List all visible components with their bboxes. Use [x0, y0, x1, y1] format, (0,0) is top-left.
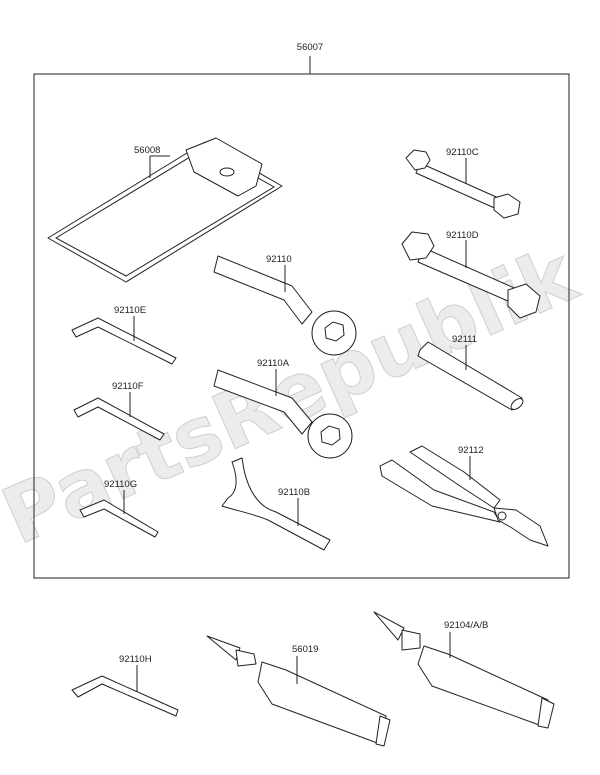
label-hex-g: 92110G	[104, 479, 137, 490]
label-bond: 92104/A/B	[444, 620, 488, 631]
label-case: 56008	[134, 145, 160, 156]
bond-tube: 92104/A/B	[373, 611, 555, 729]
label-pliers: 92112	[458, 445, 484, 456]
group-label: 56007	[297, 42, 323, 53]
label-wrench-d: 92110D	[446, 230, 479, 241]
label-pin-spanner-b: 92110B	[278, 487, 310, 498]
wrench-d: 92110D	[401, 230, 541, 319]
pliers: 92112	[379, 445, 549, 547]
ring-spanner-a: 92110A	[213, 358, 353, 459]
hex-key-f: 92110F	[73, 381, 165, 441]
label-grease: 56019	[292, 644, 318, 655]
ring-spanner: 92110	[213, 254, 357, 356]
hex-key-g: 92110G	[79, 479, 159, 538]
group-frame: 56007	[33, 42, 570, 579]
label-hex-h: 92110H	[119, 654, 152, 665]
label-handle: 92111	[452, 334, 477, 345]
label-hex-e: 92110E	[114, 305, 146, 316]
grease-tube: 56019	[206, 635, 391, 747]
label-wrench-c: 92110C	[446, 147, 479, 158]
pin-spanner-b: 92110B	[221, 457, 331, 551]
handle: 92111	[417, 334, 524, 411]
tool-case: 56008	[47, 137, 283, 283]
wrench-c: 92110C	[405, 147, 521, 219]
label-ring-spanner-a: 92110A	[257, 358, 290, 369]
group-box	[33, 73, 570, 579]
label-hex-f: 92110F	[112, 381, 144, 392]
label-ring-spanner: 92110	[266, 254, 292, 265]
hex-key-e: 92110E	[71, 305, 177, 365]
hex-key-h: 92110H	[71, 654, 179, 717]
